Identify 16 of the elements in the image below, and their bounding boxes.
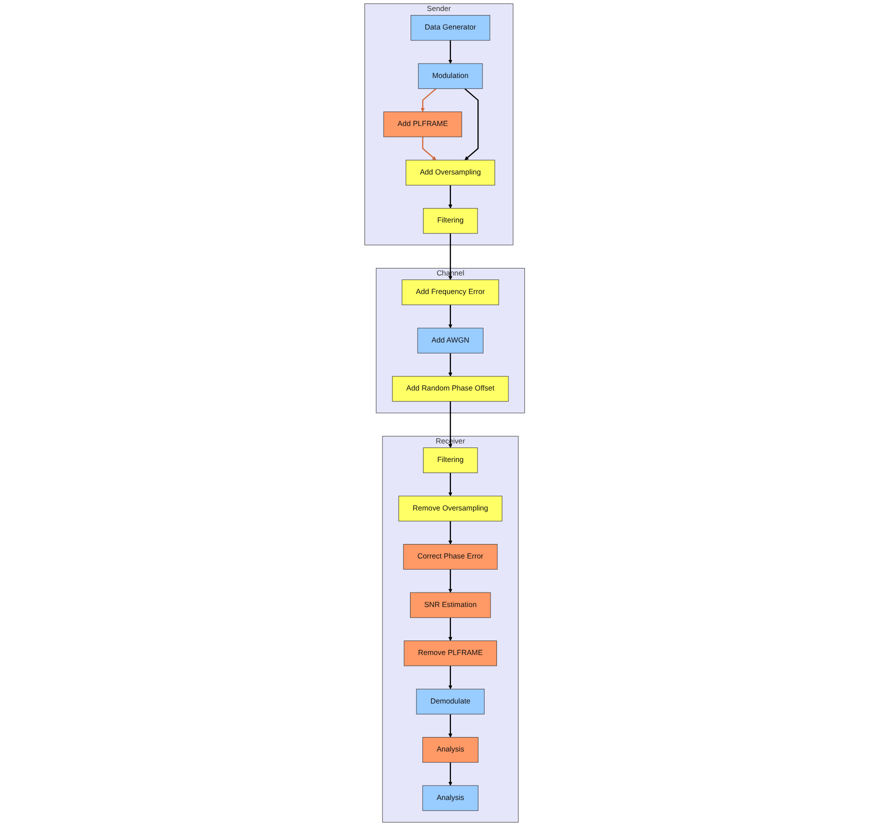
arrow [422,136,437,160]
arrow [448,762,453,786]
arrow [448,666,453,690]
arrow [448,472,453,496]
arrow [448,353,453,377]
arrow [464,88,479,160]
arrow [448,618,453,641]
arrow [448,521,453,544]
arrow [448,569,453,593]
arrow [448,185,453,209]
arrow [448,401,453,448]
arrow [448,233,453,280]
arrow [448,714,453,738]
arrow [448,304,453,328]
arrow [448,40,453,64]
arrow [421,88,437,112]
